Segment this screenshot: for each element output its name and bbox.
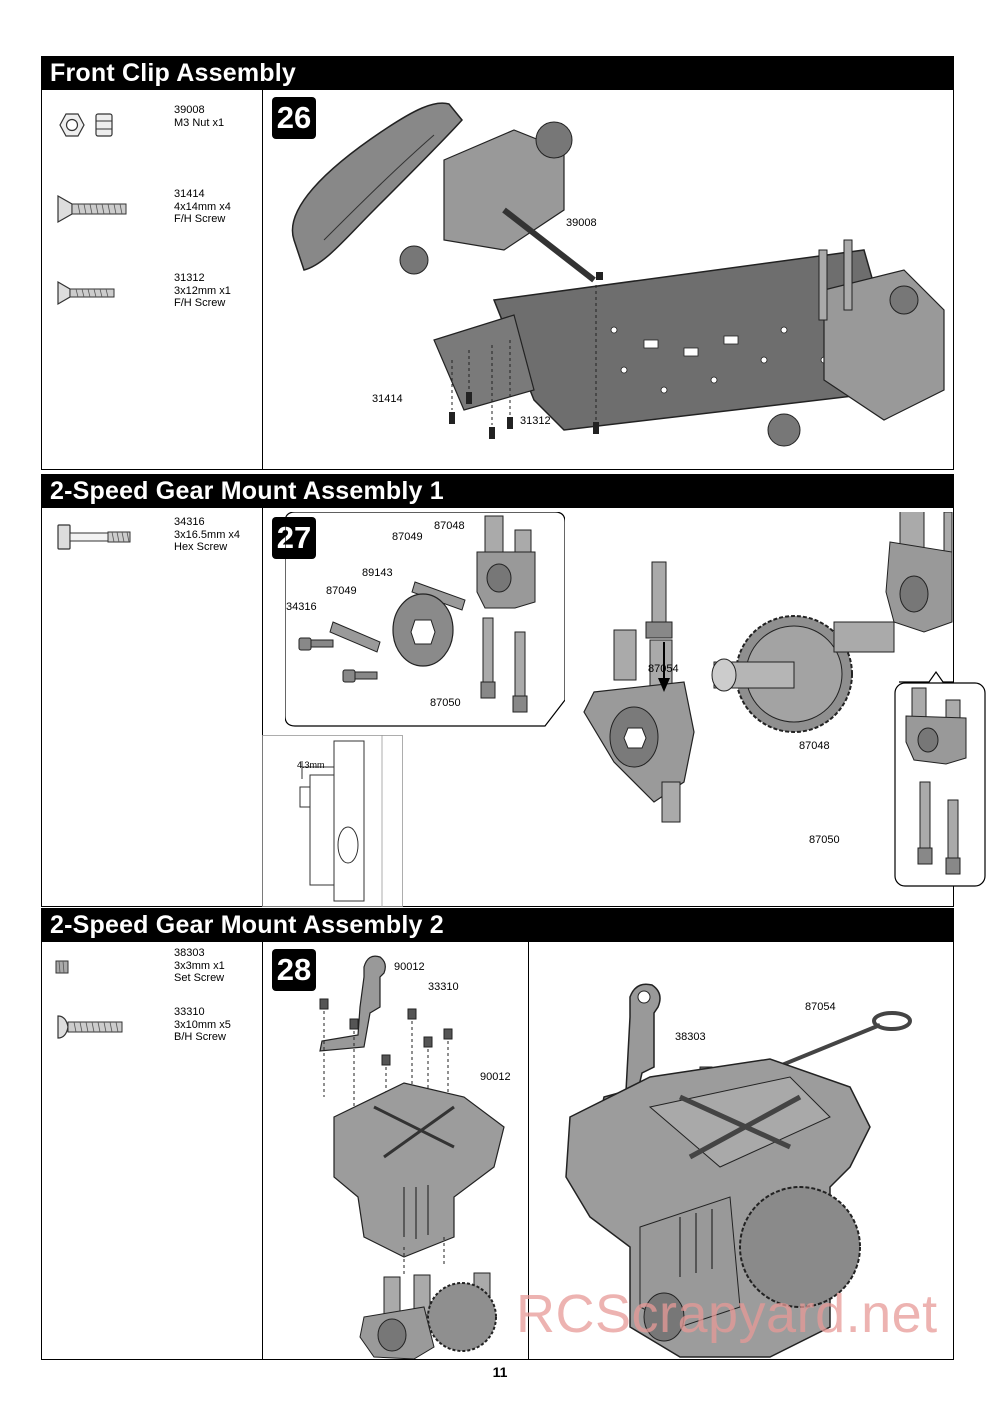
hex-screw-icon [57,524,131,550]
step-number: 26 [272,97,316,139]
parts-list: 39008 M3 Nut x1 31414 4x14mm x4 F/H Scre… [42,90,263,469]
callout-label: 90012 [394,961,425,973]
flat-head-screw-icon [57,280,115,306]
dimension-diagram [262,735,403,907]
section-front-clip-assembly: Front Clip Assembly 39008 M3 Nut x1 [41,56,954,470]
callout-label: 87049 [326,585,357,597]
front-clip-diagram [291,102,945,447]
callout-label: 33310 [428,981,459,993]
part-item: 39008 M3 Nut x1 [42,104,262,148]
part-code: 34316 [174,516,205,528]
part-desc: M3 Nut x1 [174,116,225,129]
callout-label: 31312 [520,415,551,427]
callout-label: 89143 [362,567,393,579]
step-number: 28 [272,949,316,991]
callout-label: 31414 [372,393,403,405]
step-number: 27 [272,517,316,559]
callout-label: 87048 [434,520,465,532]
section-title: 2-Speed Gear Mount Assembly 2 [42,909,953,942]
section-2-speed-gear-mount-1: 2-Speed Gear Mount Assembly 1 34316 3x16… [41,474,986,907]
callout-label: 87054 [805,1001,836,1013]
part-item: 38303 3x3mm x1 Set Screw [42,947,262,991]
part-desc: 4x14mm x4 [174,200,231,213]
gear-mount-main-diagram [583,512,954,823]
part-code: 33310 [174,1006,205,1018]
section-2-speed-gear-mount-2: 2-Speed Gear Mount Assembly 2 38303 3x3m… [41,908,954,1360]
gear-mount-2-exploded-diagram [319,955,505,1359]
callout-label: 39008 [566,217,597,229]
watermark: RCScrapyard.net [516,1284,938,1344]
part-desc-2: Set Screw [174,972,225,984]
parts-list: 38303 3x3mm x1 Set Screw 33310 3x10mm x5… [42,942,263,1359]
part-item: 31414 4x14mm x4 F/H Screw [42,188,262,232]
callout-label: 87050 [809,834,840,846]
nut-icon [59,113,113,137]
part-desc-2: B/H Screw [174,1031,226,1043]
part-code: 31312 [174,272,205,284]
part-desc-2: Hex Screw [174,541,228,553]
divider [528,942,529,1359]
part-desc-2: F/H Screw [174,297,226,309]
part-item: 31312 3x12mm x1 F/H Screw [42,272,262,316]
part-code: 38303 [174,947,205,959]
part-desc: 3x10mm x5 [174,1018,231,1031]
gear-mount-2-assembled-diagram [565,983,912,1358]
part-desc: 3x3mm x1 [174,959,225,972]
callout-label: 34316 [286,601,317,613]
callout-label: 38303 [675,1031,706,1043]
callout-label: 87049 [392,531,423,543]
flat-head-screw-icon [57,194,127,224]
page-number: 11 [492,1364,508,1380]
button-head-screw-icon [57,1015,123,1039]
section-title: 2-Speed Gear Mount Assembly 1 [42,475,953,508]
gear-mount-exploded-inset [285,512,565,727]
part-desc: 3x16.5mm x4 [174,528,241,541]
callout-label: 87048 [799,740,830,752]
callout-label: 87050 [430,697,461,709]
callout-label: 90012 [480,1071,511,1083]
part-desc: 3x12mm x1 [174,284,231,297]
part-code: 39008 [174,104,205,116]
part-code: 31414 [174,188,205,200]
set-screw-icon [55,960,69,974]
part-item: 33310 3x10mm x5 B/H Screw [42,1006,262,1050]
part-desc-2: F/H Screw [174,213,226,225]
parts-list: 34316 3x16.5mm x4 Hex Screw [42,508,263,906]
dimension-label: 4.3mm [297,760,325,770]
section-title: Front Clip Assembly [42,57,953,90]
gear-mount-detail-inset [894,682,986,887]
callout-label: 87054 [648,663,679,675]
part-item: 34316 3x16.5mm x4 Hex Screw [42,516,262,560]
